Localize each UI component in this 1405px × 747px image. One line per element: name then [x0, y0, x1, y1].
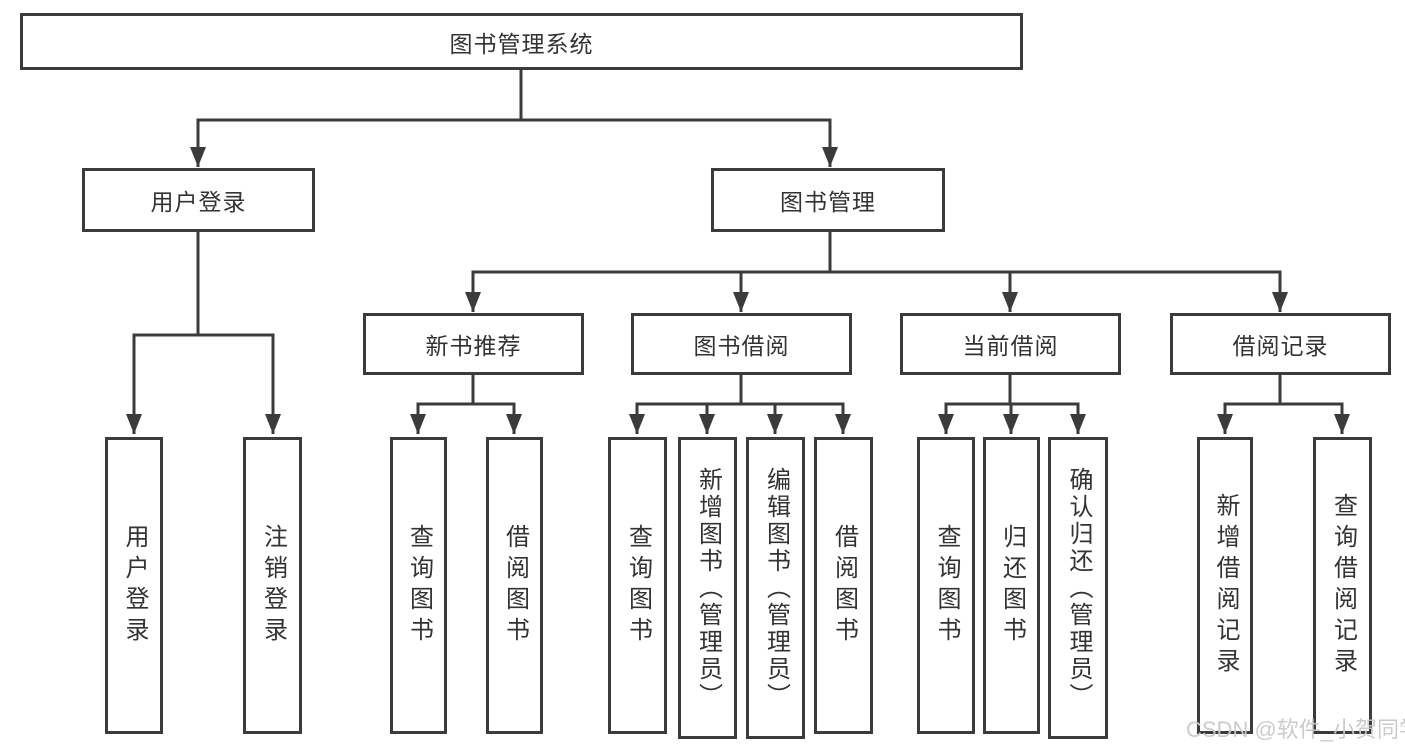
watermark: CSDN @软件_小贺同学: [1186, 717, 1405, 742]
node-current-borrowing: 当前借阅: [900, 313, 1121, 375]
node-leaf-edit-books-admin: 编辑图书（管理员）: [746, 437, 805, 739]
node-leaf-query-books-recommend: 查询图书: [390, 437, 447, 734]
node-book-management: 图书管理: [711, 168, 945, 232]
node-leaf-confirm-return-admin: 确认归还（管理员）: [1048, 437, 1108, 739]
node-borrowing-records: 借阅记录: [1170, 313, 1391, 375]
node-leaf-query-borrow-record: 查询借阅记录: [1313, 437, 1372, 734]
node-leaf-borrow-books-recommend: 借阅图书: [486, 437, 543, 734]
node-leaf-logout: 注销登录: [243, 437, 302, 734]
node-leaf-return-books: 归还图书: [983, 437, 1040, 734]
node-new-book-recommend: 新书推荐: [363, 313, 584, 375]
node-user-login: 用户登录: [82, 168, 315, 232]
node-leaf-add-borrow-record: 新增借阅记录: [1197, 437, 1253, 734]
node-library-system: 图书管理系统: [20, 13, 1023, 70]
node-leaf-user-login: 用户登录: [105, 437, 163, 734]
node-leaf-query-books-borrowing: 查询图书: [608, 437, 667, 734]
node-book-borrowing: 图书借阅: [631, 313, 852, 375]
node-leaf-query-books-current: 查询图书: [917, 437, 975, 734]
node-leaf-borrow-books-borrowing: 借阅图书: [814, 437, 873, 734]
node-leaf-add-books-admin: 新增图书（管理员）: [678, 437, 737, 739]
